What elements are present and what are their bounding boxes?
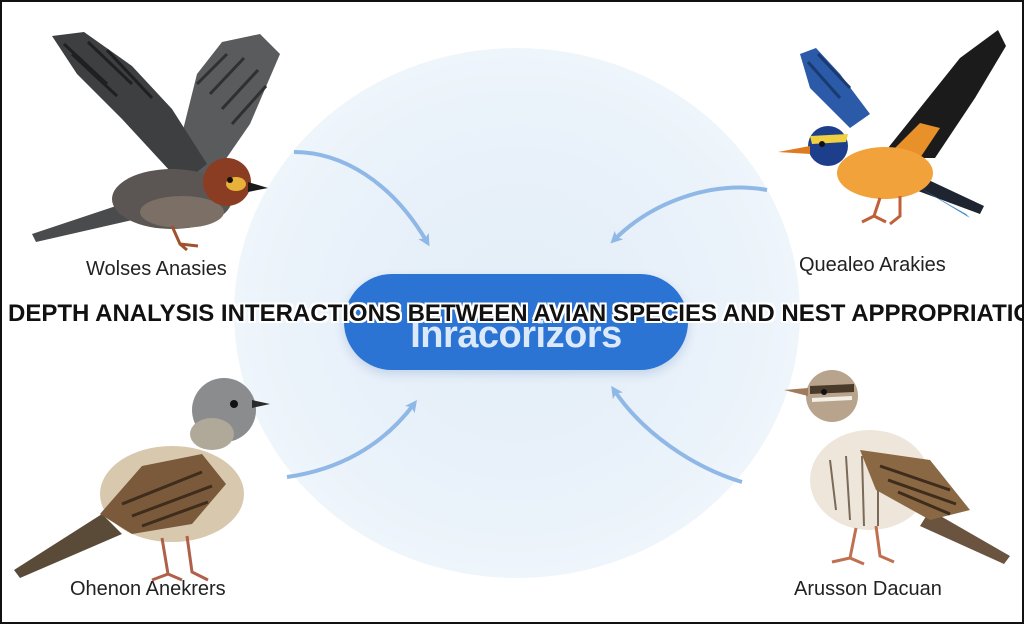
bird-label-top-left: Wolses Anasies [86, 258, 227, 280]
center-node-label: Inracorizors [410, 314, 622, 356]
bird-label-bottom-left: Ohenon Anekrers [70, 578, 226, 600]
title-banner: DEPTH ANALYSIS INTERACTIONS BETWEEN AVIA… [8, 300, 1022, 327]
arrow-bottom-right [611, 385, 743, 484]
arrow-top-right [610, 185, 768, 244]
bird-bottom-right-image [784, 370, 1010, 566]
arrow-bottom-left [286, 399, 417, 479]
bird-label-bottom-right: Arusson Dacuan [794, 578, 942, 600]
center-node: Inracorizors [344, 274, 688, 370]
bird-top-left-image [32, 32, 280, 252]
arrow-top-left [293, 150, 430, 247]
bird-top-right-image [778, 30, 1006, 226]
bird-label-top-right: Quealeo Arakies [799, 254, 946, 276]
bird-bottom-left-image [14, 378, 270, 582]
